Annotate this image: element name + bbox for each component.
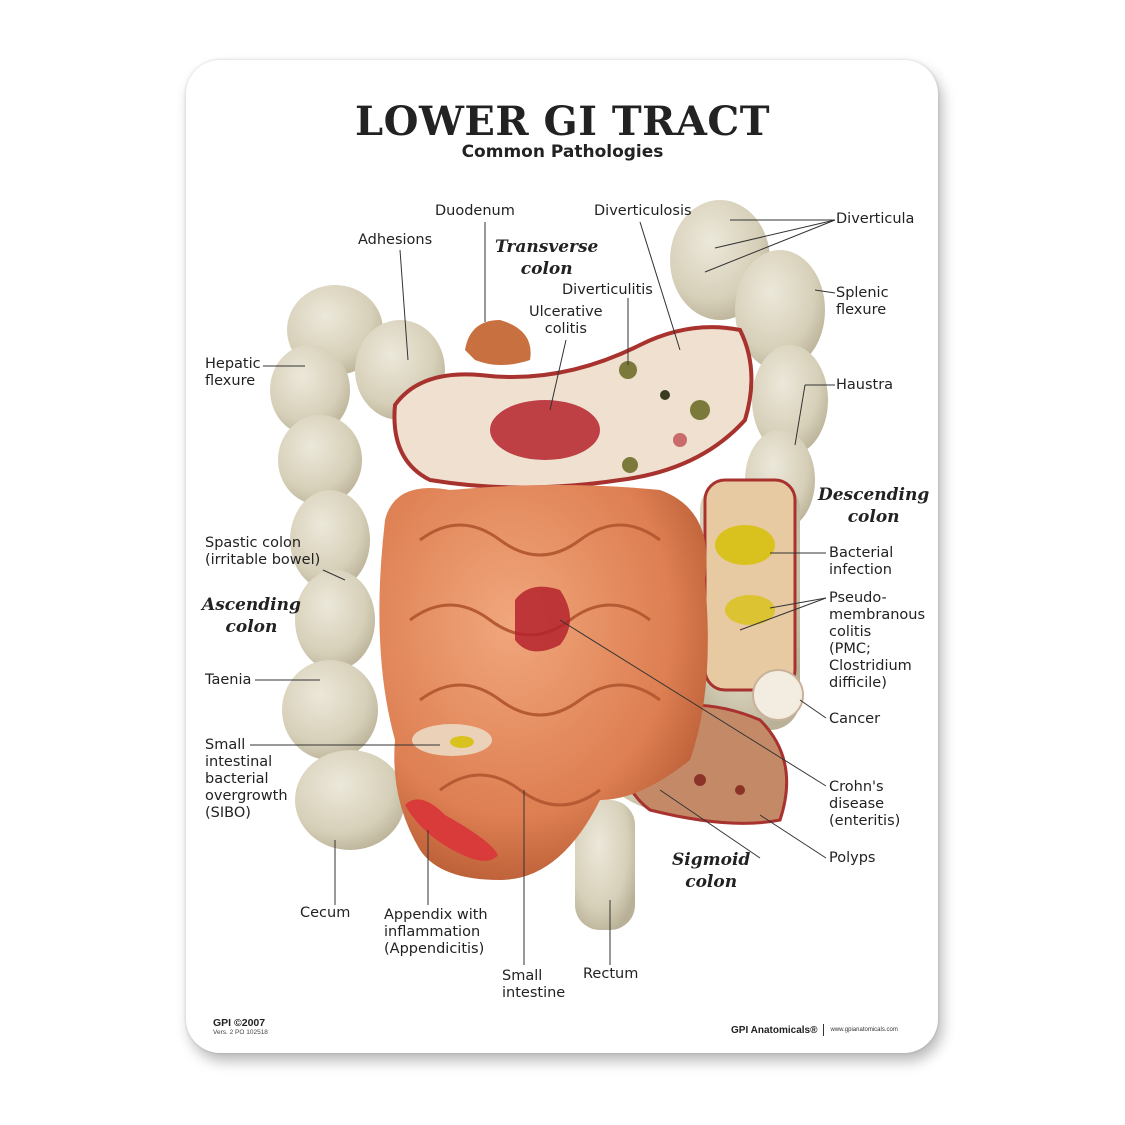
- label-hepatic-flexure: Hepatic flexure: [205, 356, 261, 389]
- label-adhesions: Adhesions: [358, 232, 433, 248]
- label-diverticulosis: Diverticulosis: [594, 203, 692, 219]
- label-cancer: Cancer: [829, 711, 881, 727]
- brand-url: www.gpianatomicals.com: [830, 1027, 898, 1033]
- label-crohns-disease: Crohn's disease (enteritis): [829, 779, 901, 829]
- label-haustra: Haustra: [836, 377, 894, 393]
- region-label-transverse-colon: Transverse colon: [495, 237, 599, 279]
- descending-colon-section: [703, 478, 804, 721]
- page-subtitle: Common Pathologies: [461, 142, 664, 162]
- region-label-sigmoid-colon: Sigmoid colon: [672, 850, 751, 892]
- footer-brand-block: GPI Anatomicals® www.gpianatomicals.com: [731, 1024, 898, 1036]
- duodenum-shape: [465, 320, 531, 365]
- copyright-text: GPI ©2007: [213, 1017, 266, 1029]
- small-intestine-shape: [379, 485, 708, 880]
- label-cecum: Cecum: [300, 905, 351, 921]
- version-text: Vers. 2 PO 102518: [213, 1029, 268, 1036]
- label-spastic-colon: Spastic colon (irritable bowel): [205, 535, 321, 568]
- label-bacterial-infection: Bacterial infection: [829, 545, 894, 578]
- region-label-descending-colon: Descending colon: [818, 485, 930, 527]
- label-duodenum: Duodenum: [435, 203, 515, 219]
- transverse-colon-section: [392, 325, 754, 490]
- label-rectum: Rectum: [583, 966, 639, 982]
- label-diverticulitis: Diverticulitis: [562, 282, 653, 298]
- label-pseudomembranous-colitis: Pseudo- membranous colitis (PMC; Clostri…: [829, 590, 926, 691]
- label-splenic-flexure: Splenic flexure: [836, 285, 889, 318]
- footer-copyright-block: GPI ©2007 Vers. 2 PO 102518: [213, 1017, 268, 1036]
- page-title: LOWER GI TRACT: [355, 98, 770, 145]
- label-small-intestine: Small intestine: [502, 968, 566, 1001]
- label-taenia: Taenia: [205, 672, 252, 688]
- label-diverticula: Diverticula: [836, 211, 915, 227]
- region-label-ascending-colon: Ascending colon: [202, 595, 301, 637]
- leader-lines: [250, 219, 836, 965]
- label-polyps: Polyps: [829, 850, 876, 866]
- appendix-shape: [405, 799, 498, 861]
- label-ulcerative-colitis: Ulcerative colitis: [529, 304, 603, 337]
- label-appendix: Appendix with inflammation (Appendicitis…: [384, 907, 488, 957]
- ascending-colon-shape: [270, 285, 445, 850]
- footer-divider: [823, 1024, 825, 1036]
- brand-name: GPI Anatomicals®: [731, 1024, 818, 1036]
- label-sibo: Small intestinal bacterial overgrowth (S…: [205, 737, 288, 821]
